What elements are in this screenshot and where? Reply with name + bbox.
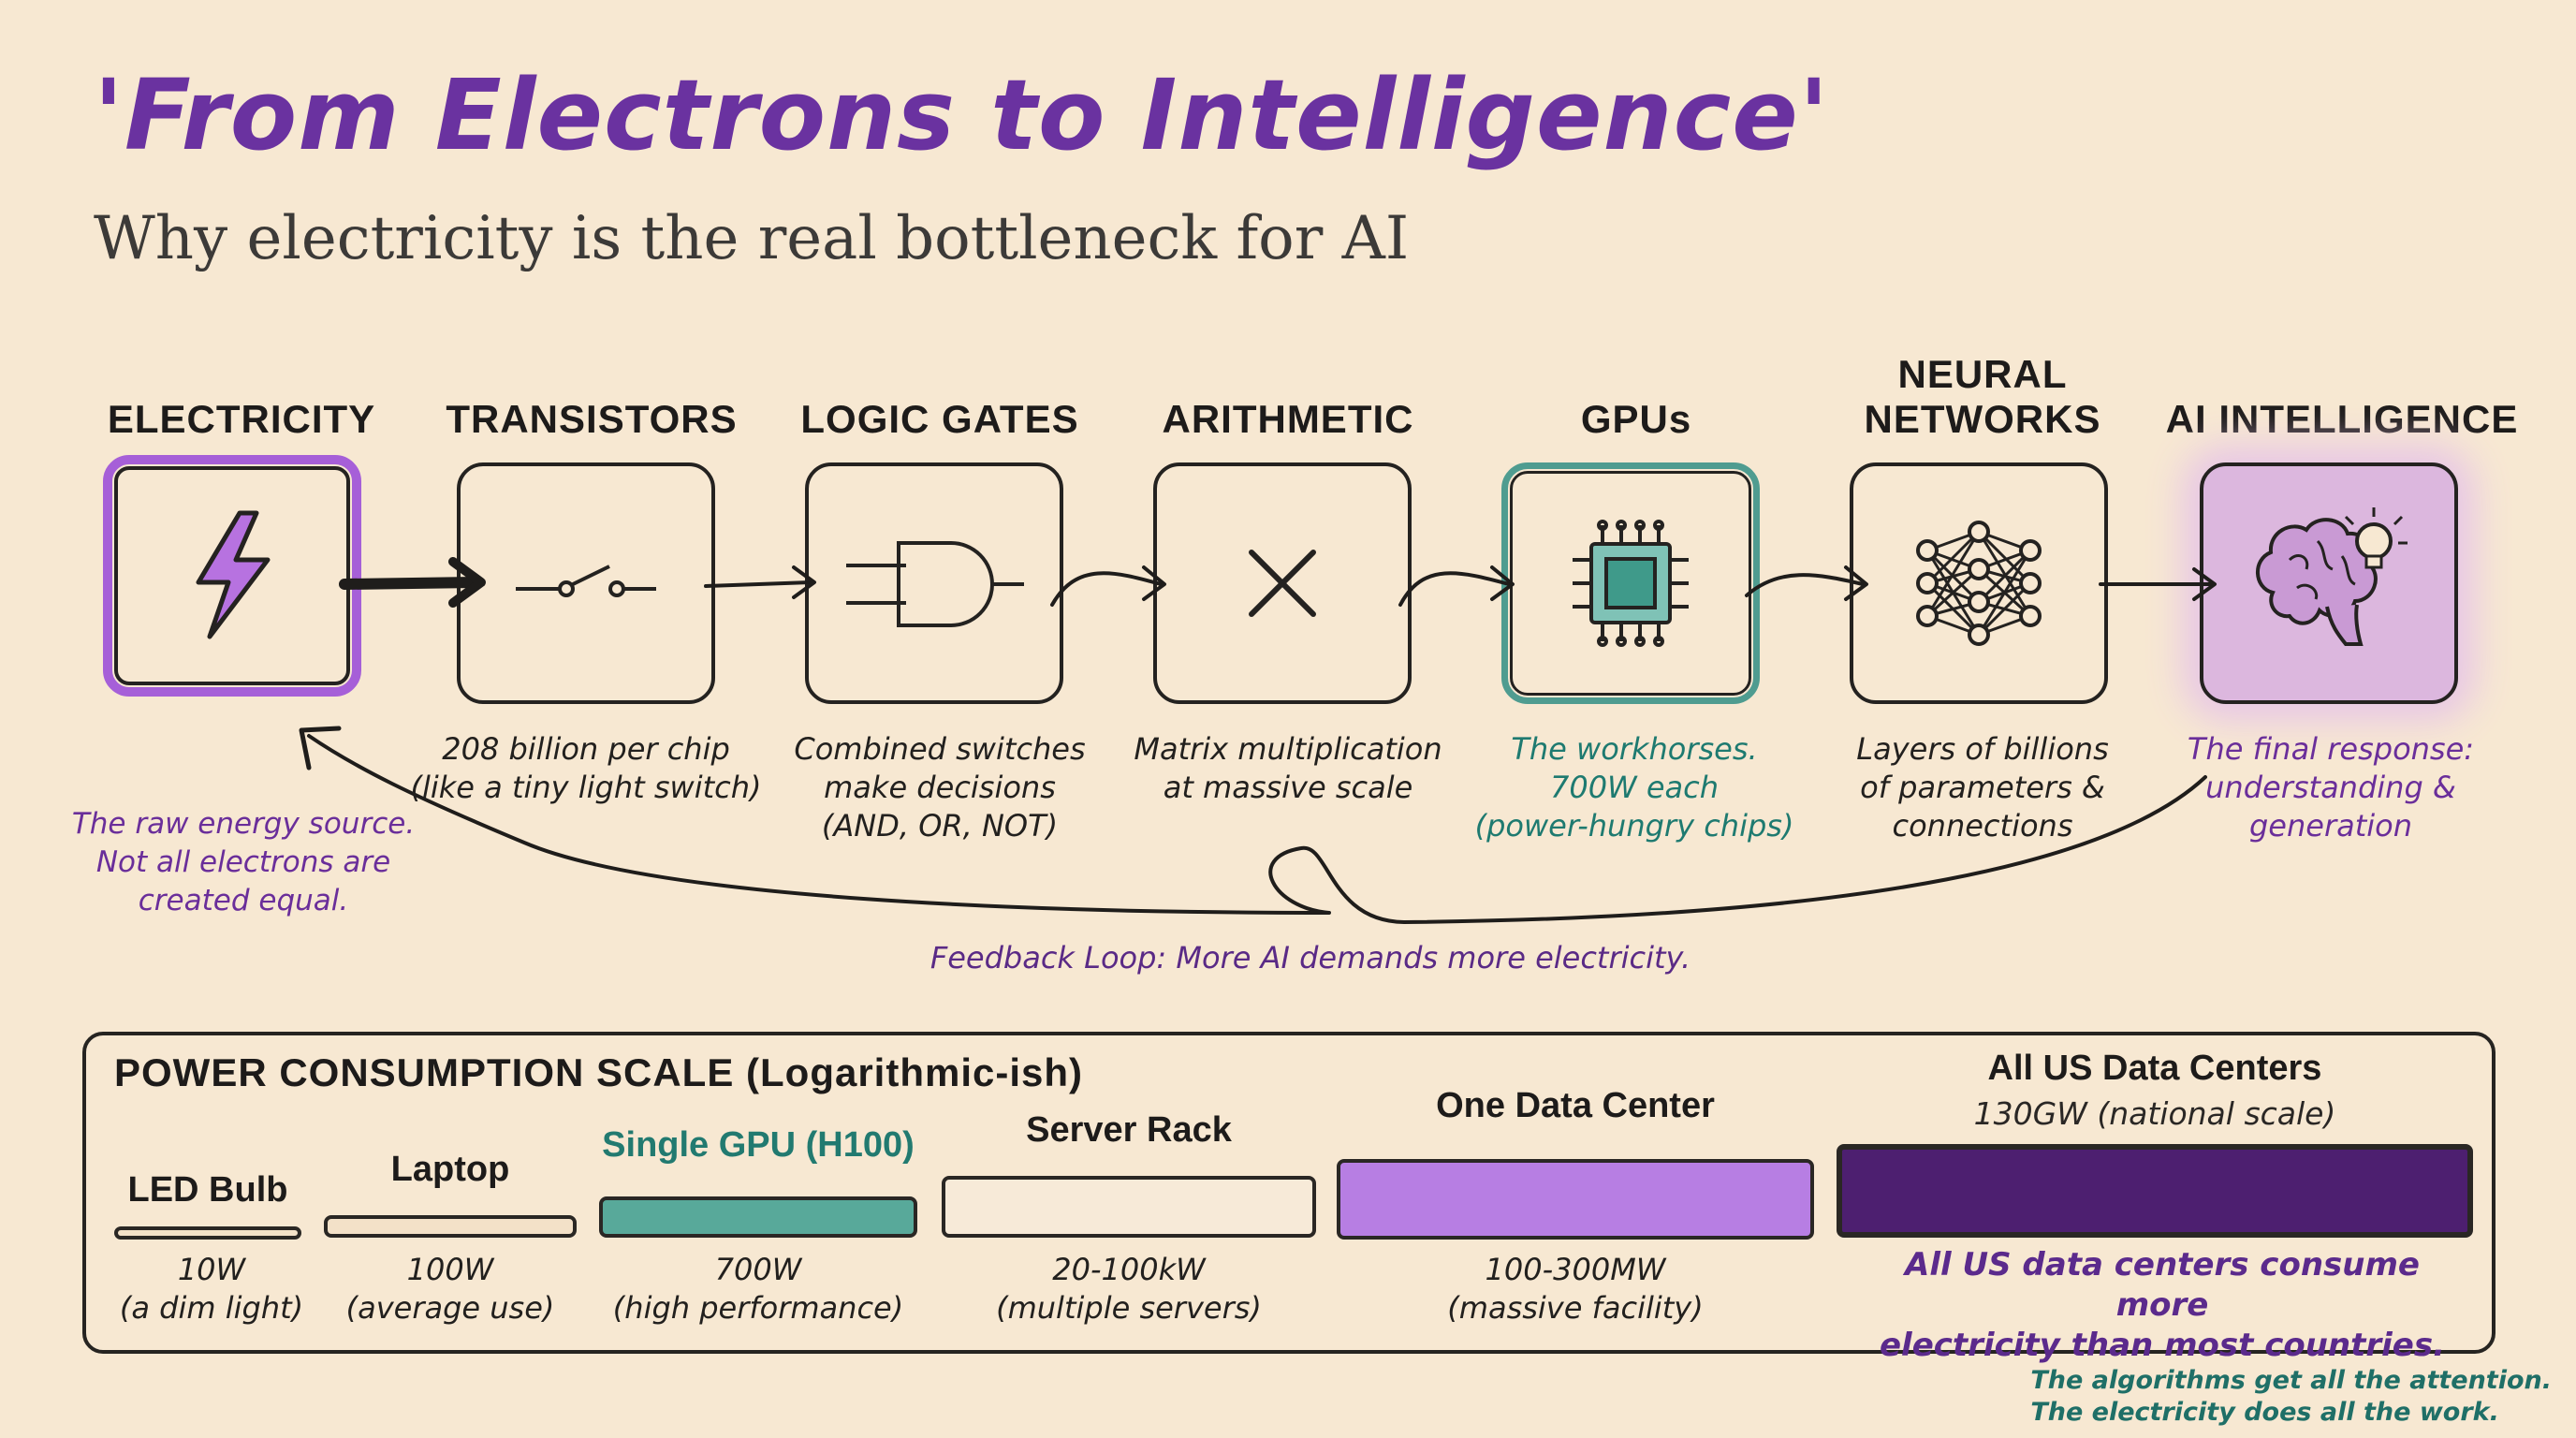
arrow-electricity-to-transistors xyxy=(339,577,481,590)
stage-label-ai-intelligence: AI INTELLIGENCE xyxy=(2165,397,2519,441)
stage-desc-transistors: 208 billion per chip (like a tiny light … xyxy=(410,731,762,805)
stage-label-neural-networks: NEURAL NETWORKS xyxy=(1864,352,2101,441)
bar-label-single-gpu: Single GPU (H100) xyxy=(602,1125,915,1165)
stage-desc-neural-networks: Layers of billions of parameters & conne… xyxy=(1856,731,2109,844)
arrow-transistors-to-logic xyxy=(704,580,812,588)
bar-label-server-rack: Server Rack xyxy=(1026,1110,1232,1150)
arrow-arithmetic-to-gpus xyxy=(1398,571,1511,607)
bar-laptop xyxy=(324,1215,577,1238)
bar-server-rack xyxy=(942,1176,1316,1238)
lightning-bolt-icon xyxy=(196,510,271,639)
neural-network-icon xyxy=(1916,521,2042,646)
stage-label-gpus: GPUs xyxy=(1580,397,1692,441)
bar-subtitle-all-us-data-centers: 130GW (national scale) xyxy=(1973,1095,2336,1132)
brain-lightbulb-icon xyxy=(2256,507,2408,646)
multiply-icon xyxy=(1249,550,1316,617)
and-gate-icon xyxy=(846,541,1024,627)
bar-value-laptop: 100W (average use) xyxy=(345,1252,555,1326)
bar-label-led-bulb: LED Bulb xyxy=(127,1170,288,1210)
feedback-loop-arrow xyxy=(307,734,2207,924)
stage-desc-gpus: The workhorses. 700W each (power-hungry … xyxy=(1474,731,1794,844)
stage-label-electricity: ELECTRICITY xyxy=(107,397,376,441)
stage-desc-arithmetic: Matrix multiplication at massive scale xyxy=(1134,731,1442,805)
arrow-logic-to-arithmetic xyxy=(1050,571,1163,607)
bar-all-us-data-centers xyxy=(1837,1144,2473,1238)
bar-value-one-data-center: 100-300MW (massive facility) xyxy=(1447,1252,1704,1326)
power-scale-title: POWER CONSUMPTION SCALE (Logarithmic-ish… xyxy=(114,1050,1084,1094)
bar-single-gpu xyxy=(599,1196,917,1238)
stage-box-electricity xyxy=(103,455,361,697)
stage-desc-ai-intelligence: The final response: understanding & gene… xyxy=(2187,731,2475,844)
stage-box-ai-intelligence xyxy=(2200,462,2458,704)
stage-label-logic-gates: LOGIC GATES xyxy=(800,397,1079,441)
bar-one-data-center xyxy=(1337,1159,1814,1240)
stage-label-arithmetic: ARITHMETIC xyxy=(1162,397,1414,441)
bar-label-laptop: Laptop xyxy=(390,1150,510,1189)
feedback-loop-text: Feedback Loop: More AI demands more elec… xyxy=(929,940,1691,976)
power-scale-panel xyxy=(82,1032,2496,1354)
bar-led-bulb xyxy=(114,1226,301,1240)
page-subtitle: Why electricity is the real bottleneck f… xyxy=(94,204,1410,273)
bar-label-one-data-center: One Data Center xyxy=(1436,1086,1715,1125)
switch-icon xyxy=(516,565,656,597)
bar-value-server-rack: 20-100kW (multiple servers) xyxy=(996,1252,1262,1326)
us-data-centers-note: All US data centers consume more electri… xyxy=(1879,1246,2446,1364)
stage-label-transistors: TRANSISTORS xyxy=(446,397,738,441)
stage-desc-logic-gates: Combined switches make decisions (AND, O… xyxy=(794,731,1086,844)
electricity-note: The raw energy source. Not all electrons… xyxy=(71,807,416,917)
bar-value-single-gpu: 700W (high performance) xyxy=(612,1252,904,1326)
chip-icon xyxy=(1573,520,1689,647)
bar-label-all-us-data-centers: All US Data Centers xyxy=(1987,1049,2322,1088)
bar-value-led-bulb: 10W (a dim light) xyxy=(119,1252,304,1326)
arrow-gpus-to-neural xyxy=(1745,573,1865,597)
footer-note: The algorithms get all the attention. Th… xyxy=(2030,1366,2552,1427)
page-title: 'From Electrons to Intelligence' xyxy=(94,58,1830,172)
